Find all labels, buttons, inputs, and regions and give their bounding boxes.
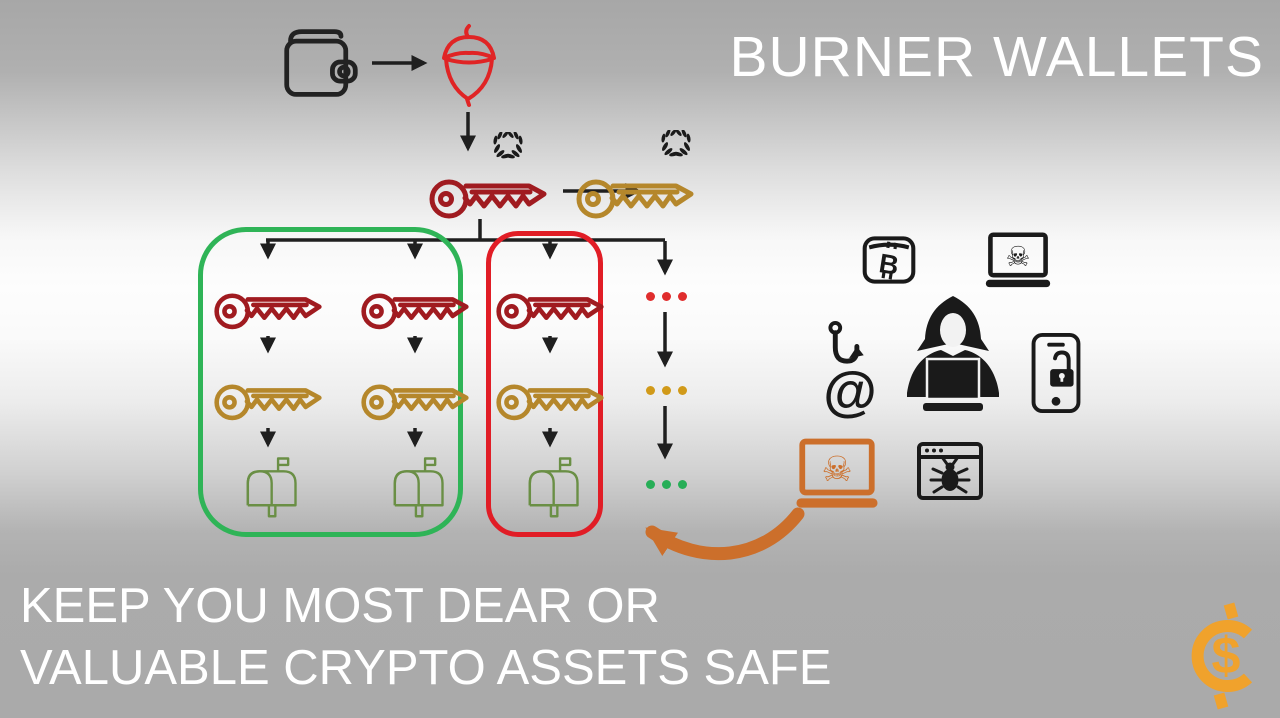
laurel-wreath-icon [486,132,530,168]
wallet-icon [284,29,358,97]
laurel-wreath-icon [654,130,698,166]
bitcoin-wallet-icon: B [862,236,916,284]
mailbox-icon [235,450,301,522]
dollar-glyph: $ [1212,627,1241,685]
phishing-hook-icon: @ [823,320,877,422]
child-key-red-icon [213,273,323,335]
child-key-gold-icon [495,364,605,426]
child-key-red-icon [360,273,470,335]
mailbox-icon [382,450,448,522]
tagline-line-1: KEEP YOU MOST DEAR OR [20,579,660,633]
malware-browser-icon [917,442,983,500]
ellipsis-dots-green [646,480,687,489]
acorn-icon [442,24,496,107]
page-title: BURNER WALLETS [729,25,1264,89]
bitcoin-b-glyph: B [877,248,901,281]
at-sign-glyph: @ [823,360,877,422]
mailbox-icon [517,450,583,522]
ellipsis-dots-red [646,292,687,301]
burner-wallet-box [486,231,603,537]
coin-logo-icon: $ [1191,602,1253,710]
malware-laptop-icon [793,438,881,510]
hacker-icon [907,296,999,411]
child-key-gold-icon [360,364,470,426]
skull-laptop-icon [983,232,1053,289]
unlocked-phone-icon [1031,332,1081,414]
tagline-line-2: VALUABLE CRYPTO ASSETS SAFE [20,640,832,695]
ellipsis-dots-gold [646,386,687,395]
child-key-red-icon [495,273,605,335]
safe-wallets-box [198,227,463,537]
tagline: KEEP YOU MOST DEAR OR VALUABLE CRYPTO AS… [20,576,832,699]
master-key-red-icon [419,159,557,223]
child-key-gold-icon [213,364,323,426]
threat-arrow [645,507,805,561]
master-key-gold-icon [566,159,704,223]
